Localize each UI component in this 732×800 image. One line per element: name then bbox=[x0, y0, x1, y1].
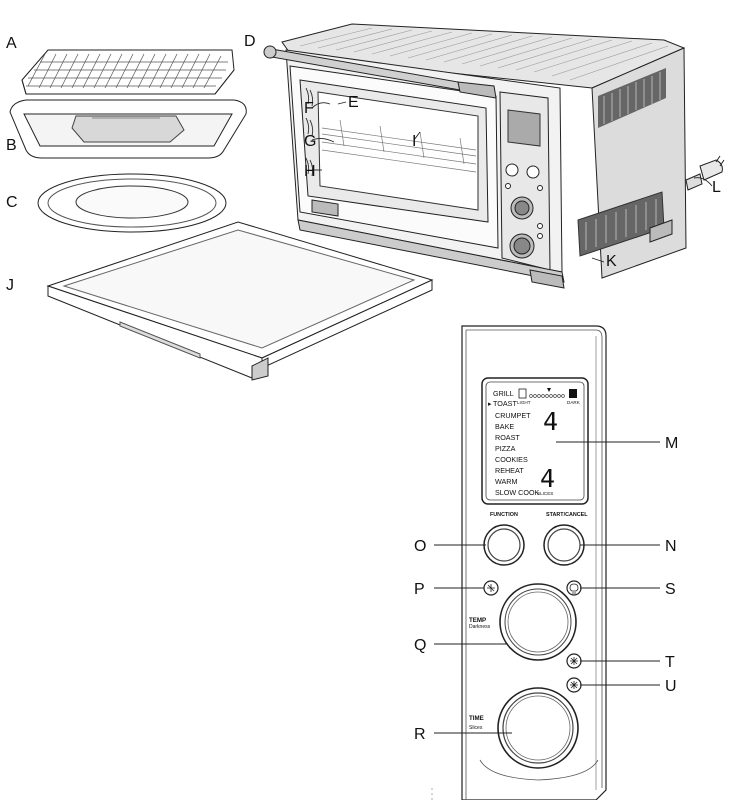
function-item-bake: BAKE bbox=[495, 422, 514, 431]
callout-f: F bbox=[304, 100, 314, 117]
fan-icon-button[interactable] bbox=[483, 580, 499, 596]
function-item-slow-cook: SLOW COOK bbox=[495, 488, 540, 497]
temp-knob[interactable]: TEMP Darkness bbox=[469, 583, 577, 661]
function-button[interactable]: FUNCTION bbox=[483, 512, 525, 566]
oven-body bbox=[263, 23, 687, 289]
slices-unit: SLICES bbox=[537, 491, 553, 496]
function-item-crumpet: CRUMPET bbox=[495, 411, 531, 420]
temp-knob-title: TEMP bbox=[469, 617, 486, 624]
callout-b: B bbox=[6, 137, 17, 154]
light-button[interactable] bbox=[566, 580, 582, 596]
darkness-value: 4 bbox=[543, 407, 558, 436]
function-item-pizza: PIZZA bbox=[495, 444, 516, 453]
time-knob-title: TIME bbox=[469, 715, 484, 722]
bulb-icon bbox=[569, 583, 579, 594]
snowflake-icon bbox=[570, 681, 578, 689]
callout-q: Q bbox=[414, 637, 426, 654]
slices-value: 4 bbox=[540, 464, 555, 493]
callout-k: K bbox=[606, 253, 617, 270]
callout-e: E bbox=[348, 94, 359, 111]
callout-c: C bbox=[6, 194, 18, 211]
convection-fan-icon bbox=[570, 657, 578, 665]
callout-s: S bbox=[665, 581, 676, 598]
selected-marker: ▸ bbox=[488, 399, 492, 408]
time-knob[interactable]: TIME Slices bbox=[469, 687, 599, 781]
callout-i: I bbox=[412, 133, 416, 150]
callout-l: L bbox=[712, 179, 721, 196]
shade-light-label: LIGHT bbox=[517, 400, 531, 405]
function-item-warm: WARM bbox=[495, 477, 518, 486]
wire-rack bbox=[21, 49, 235, 95]
function-button-label: FUNCTION bbox=[490, 512, 518, 518]
crumb-tray bbox=[46, 221, 434, 381]
pizza-pan bbox=[37, 173, 227, 233]
callout-u: U bbox=[665, 678, 677, 695]
function-item-roast: ROAST bbox=[495, 433, 520, 442]
convection-button[interactable] bbox=[566, 653, 582, 669]
callout-a: A bbox=[6, 35, 17, 52]
dark-shade-icon bbox=[569, 389, 577, 398]
callout-t: T bbox=[665, 654, 675, 671]
baking-pan bbox=[9, 99, 247, 159]
shade-scale-dots bbox=[529, 394, 565, 398]
callout-m: M bbox=[665, 435, 678, 452]
callout-d: D bbox=[244, 33, 256, 50]
callout-g: G bbox=[304, 133, 316, 150]
callout-h: H bbox=[304, 163, 316, 180]
light-shade-icon bbox=[518, 388, 527, 399]
start-cancel-button[interactable]: START/CANCEL bbox=[543, 512, 588, 566]
temp-knob-sub: Darkness bbox=[469, 624, 491, 630]
callout-r: R bbox=[414, 726, 426, 743]
shade-pointer-icon bbox=[547, 388, 551, 392]
callout-o: O bbox=[414, 538, 426, 555]
callout-j: J bbox=[6, 277, 14, 294]
callout-p: P bbox=[414, 581, 425, 598]
function-item-reheat: REHEAT bbox=[495, 466, 524, 475]
lcd-display: GRILL ▸ TOAST CRUMPET BAKE ROAST PIZZA C… bbox=[481, 377, 589, 505]
function-item-grill: GRILL bbox=[493, 389, 514, 398]
callout-n: N bbox=[665, 538, 677, 555]
function-item-toast: TOAST bbox=[493, 399, 517, 408]
leader-lines bbox=[311, 101, 713, 734]
fan-icon bbox=[487, 584, 495, 592]
time-knob-sub: Slices bbox=[469, 725, 483, 731]
function-item-cookies: COOKIES bbox=[495, 455, 528, 464]
frozen-button[interactable] bbox=[566, 677, 582, 693]
start-cancel-button-label: START/CANCEL bbox=[546, 512, 588, 518]
shade-dark-label: DARK bbox=[567, 400, 581, 405]
